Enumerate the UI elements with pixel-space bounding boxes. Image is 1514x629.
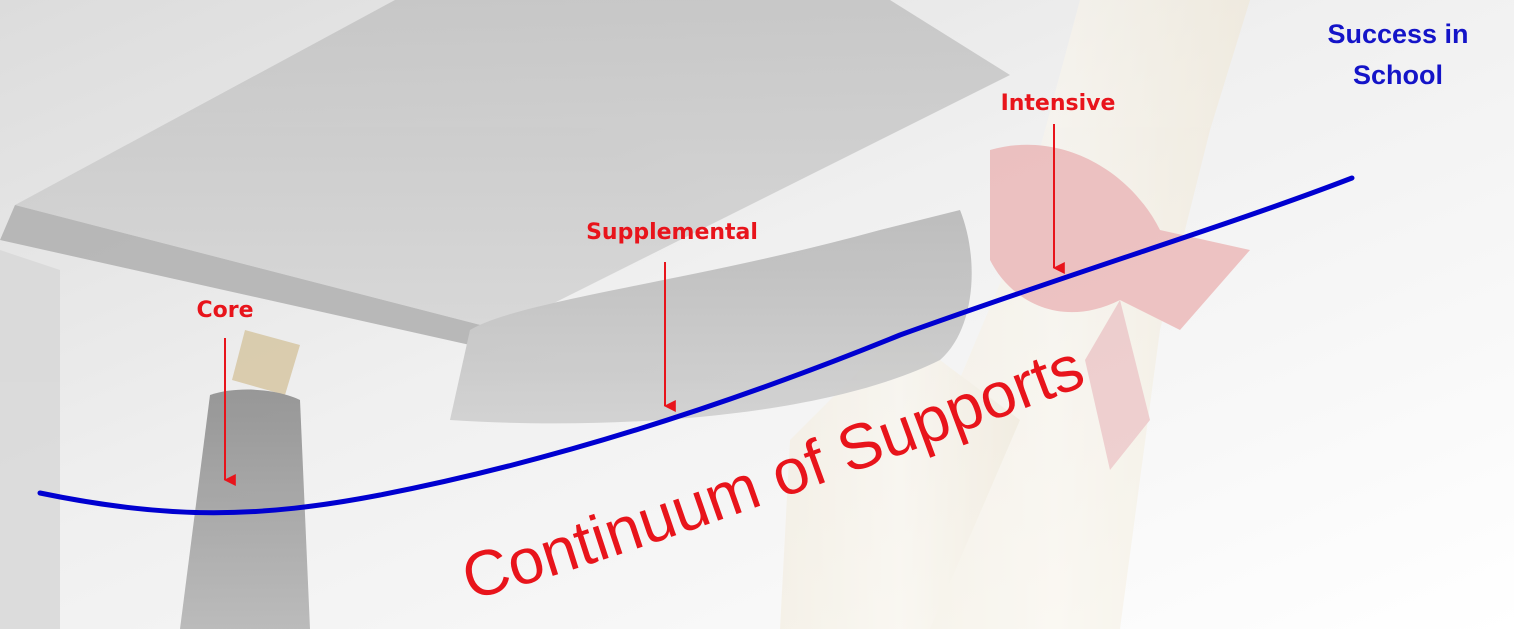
tier-label-supplemental: Supplemental [586,220,758,245]
goal-label-line1: Success in [1327,19,1468,49]
tier-label-core: Core [196,298,253,323]
continuum-curve [37,175,1355,516]
graduation-cap-icon [0,0,1010,629]
goal-label-line2: School [1353,60,1443,90]
tier-label-intensive: Intensive [1001,91,1116,116]
